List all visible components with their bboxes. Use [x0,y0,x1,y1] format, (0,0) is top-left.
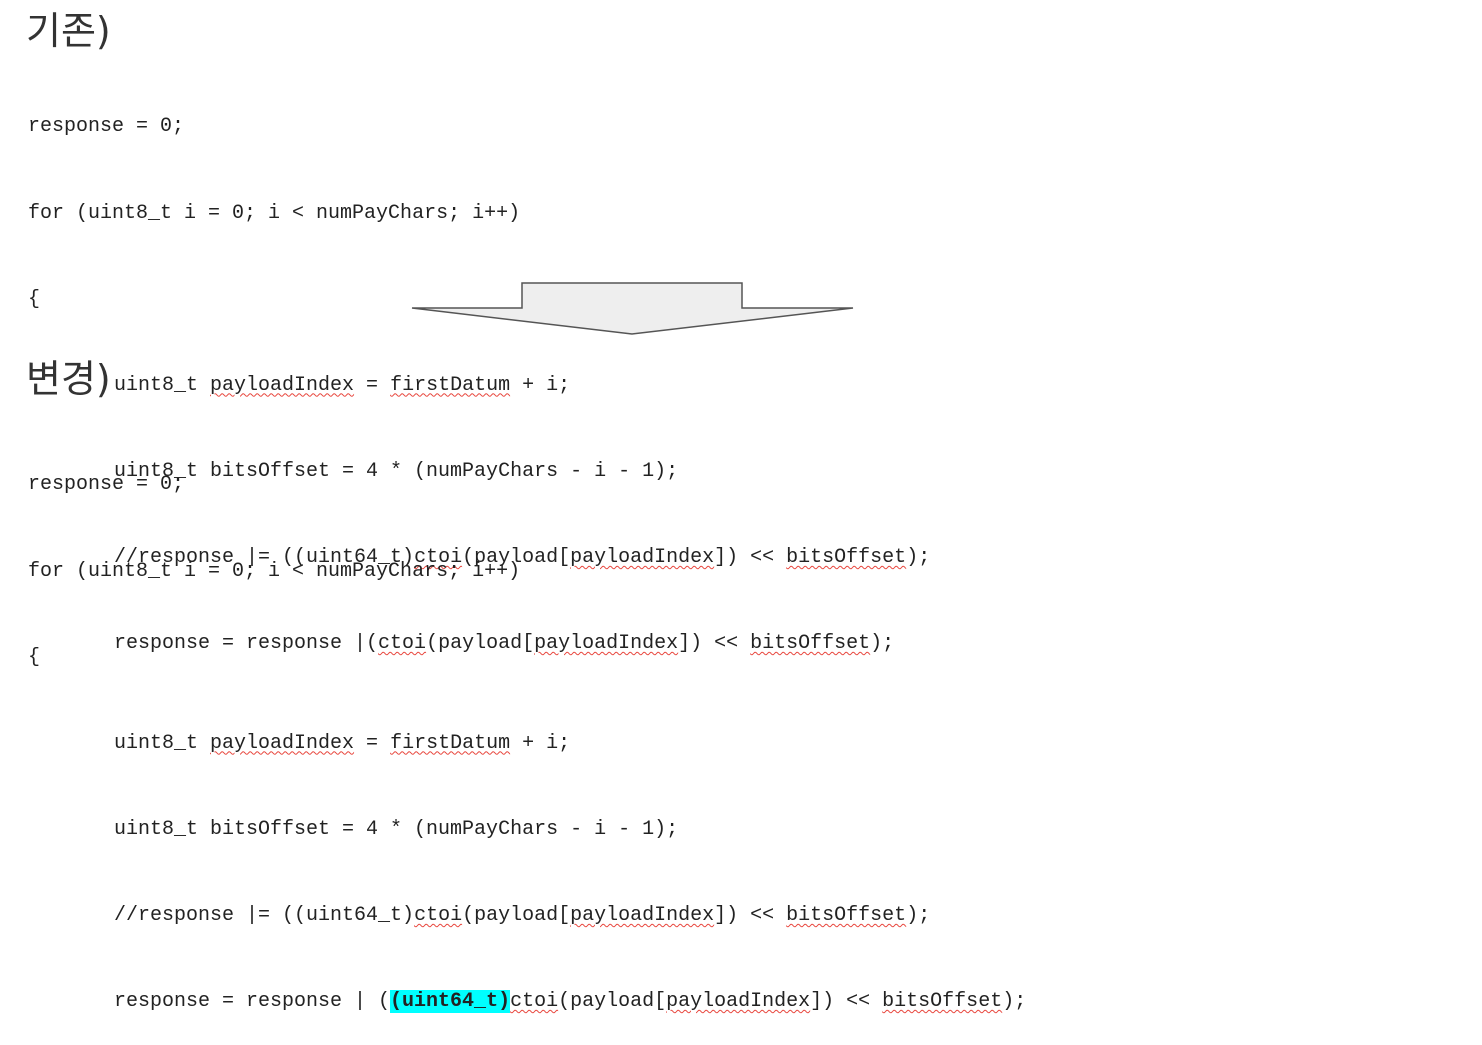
code-line: //response |= ((uint64_t)ctoi(payload[pa… [28,544,930,573]
code-token: ]) << [810,989,883,1013]
before-heading: 기존) [26,9,111,53]
spellcheck-token: payloadIndex [666,989,811,1013]
code-line: response = 0; [28,115,185,139]
code-token: ]) << [714,903,787,927]
code-token: uint8_t [114,731,211,755]
code-token: (payload[ [462,545,571,569]
after-heading: 변경) [26,357,111,401]
spellcheck-token: ctoi [510,989,559,1013]
spellcheck-token: payloadIndex [210,373,355,397]
spellcheck-token: payloadIndex [570,545,715,569]
code-token: uint8_t [114,373,211,397]
down-arrow-icon [411,282,854,335]
spellcheck-token: bitsOffset [786,545,907,569]
after-code-block: response = 0; for (uint8_t i = 0; i < nu… [28,414,1026,1045]
code-token: (payload[ [558,989,667,1013]
spellcheck-token: firstDatum [390,731,511,755]
highlighted-cast: (uint64_t) [390,989,511,1013]
code-token: = [354,373,391,397]
code-token: (payload[ [462,903,571,927]
code-line: uint8_t bitsOffset = 4 * (numPayChars - … [114,817,679,841]
code-token: + i; [510,731,571,755]
code-line: uint8_t payloadIndex = firstDatum + i; [28,730,1026,759]
code-line: for (uint8_t i = 0; i < numPayChars; i++… [28,201,521,225]
code-line: { [28,287,41,311]
code-token: ]) << [714,545,787,569]
code-token: //response |= ((uint64_t) [114,903,415,927]
code-token: ); [906,903,931,927]
spellcheck-token: firstDatum [390,373,511,397]
spellcheck-token: ctoi [414,903,463,927]
spellcheck-token: bitsOffset [882,989,1003,1013]
code-line: response = 0; [28,473,185,497]
code-token: + i; [510,373,571,397]
code-token: ); [906,545,931,569]
code-line: for (uint8_t i = 0; i < numPayChars; i++… [28,559,521,583]
spellcheck-token: payloadIndex [570,903,715,927]
code-line: //response |= ((uint64_t)ctoi(payload[pa… [28,902,1026,931]
code-token: = [354,731,391,755]
spellcheck-token: payloadIndex [210,731,355,755]
code-token: ); [1002,989,1027,1013]
code-line: response = response | ((uint64_t)ctoi(pa… [28,988,1026,1017]
code-token: //response |= ((uint64_t) [114,545,415,569]
code-token: response = response | ( [114,989,391,1013]
code-line: uint8_t payloadIndex = firstDatum + i; [28,372,930,401]
code-line: uint8_t bitsOffset = 4 * (numPayChars - … [114,459,679,483]
spellcheck-token: ctoi [414,545,463,569]
spellcheck-token: bitsOffset [786,903,907,927]
